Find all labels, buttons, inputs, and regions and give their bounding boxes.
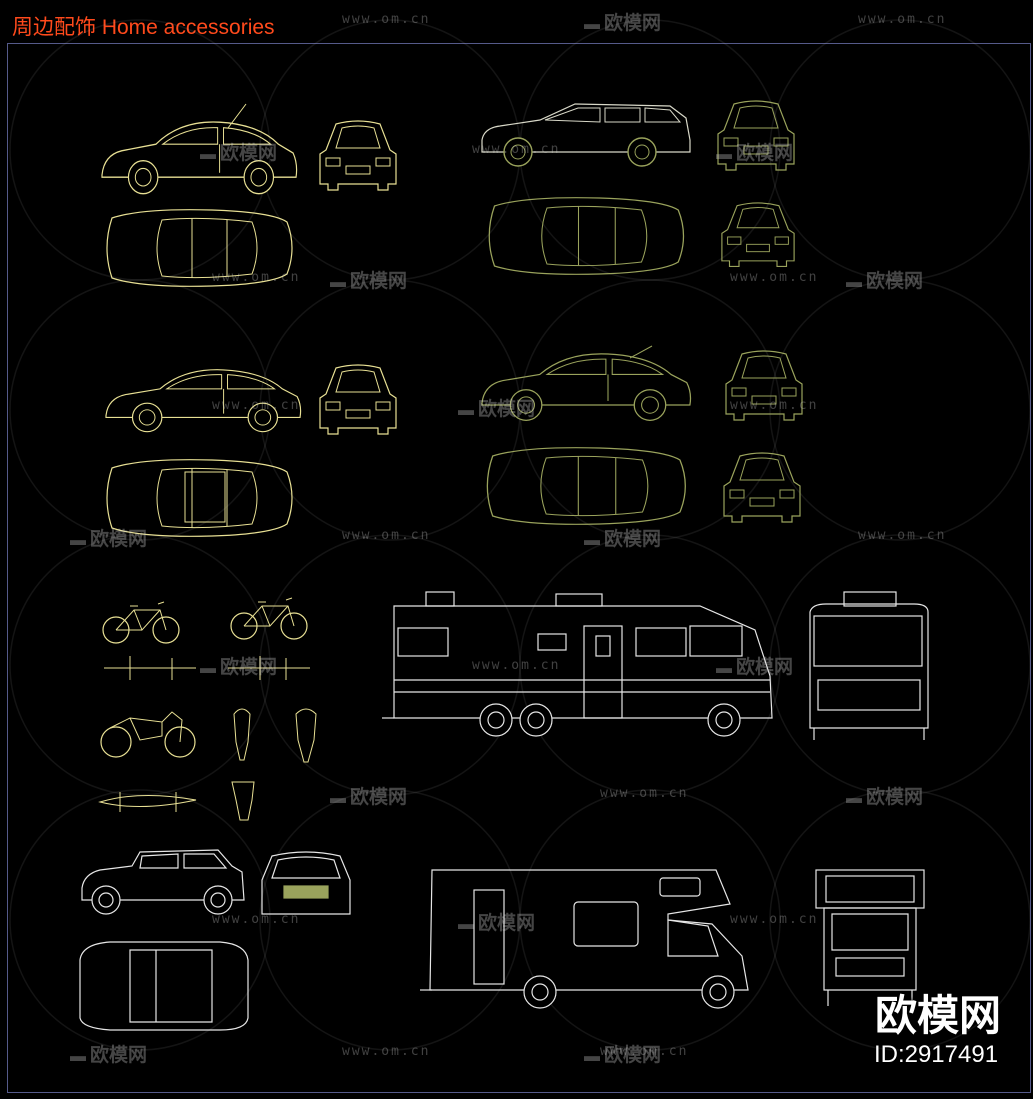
watermark-site: www.om.cn [212,398,301,413]
watermark-logo: ▬欧模网 [458,399,536,420]
motorcycle-front-views [231,708,317,821]
car-front-view-beetle [319,120,397,191]
watermark-logo: ▬欧模网 [846,271,924,292]
watermark-site: www.om.cn [858,528,947,543]
watermark-logo: ▬欧模网 [330,787,408,808]
watermark-logo: ▬欧模网 [584,1045,662,1066]
watermark-logo: ▬欧模网 [716,143,794,164]
sofa-icon: ▬ [458,916,474,933]
camper-van-side-view [420,869,749,1009]
watermark-site: www.om.cn [342,12,431,27]
watermark-logo: ▬欧模网 [330,271,408,292]
motorcycle-side-view [100,711,196,758]
watermark-logo: ▬欧模网 [70,1045,148,1066]
sofa-icon: ▬ [330,274,346,291]
motorhome-side-view [382,591,773,737]
watermark-site: www.om.cn [730,912,819,927]
car-rear-view-sedan [723,452,801,523]
sofa-icon: ▬ [70,532,86,549]
watermark-logo: ▬欧模网 [70,529,148,550]
car-rear-view-wagon [721,202,795,267]
watermark-logo: ▬欧模网 [716,657,794,678]
sofa-icon: ▬ [584,16,600,33]
watermark-site: www.om.cn [600,1044,689,1059]
car-side-view-wagon [481,103,691,167]
sofa-icon: ▬ [330,790,346,807]
watermark-site: www.om.cn [342,1044,431,1059]
watermark-logo: ▬欧模网 [584,13,662,34]
motorhome-front-view [809,591,929,740]
car-top-view-mini [79,941,249,1031]
sofa-icon: ▬ [584,1048,600,1065]
watermark-site: www.om.cn [730,398,819,413]
bicycle-side-view-folding [102,601,180,644]
sofa-icon: ▬ [716,660,732,677]
car-side-view-mini [81,849,245,915]
car-front-view-mini [261,851,351,915]
brand-id: ID:2917491 [873,1041,999,1068]
motorcycle-top-view [98,792,197,812]
watermark-site: www.om.cn [342,528,431,543]
watermark-site: www.om.cn [858,12,947,27]
watermark-site: www.om.cn [212,270,301,285]
camper-van-front-view [815,869,925,1006]
watermark-logo: ▬欧模网 [200,657,278,678]
watermark-logo: ▬欧模网 [458,913,536,934]
watermark-site: www.om.cn [730,270,819,285]
sofa-icon: ▬ [70,1048,86,1065]
sofa-icon: ▬ [200,660,216,677]
watermark-site: www.om.cn [212,912,301,927]
car-side-view-beetle [101,103,298,195]
car-side-view-sedan [481,345,692,421]
car-top-view-sedan [486,447,686,525]
sofa-icon: ▬ [846,274,862,291]
watermark-site: www.om.cn [472,658,561,673]
sofa-icon: ▬ [846,790,862,807]
car-top-view-roadster [106,459,293,537]
brand-logo-text: 欧模网 [874,992,1001,1039]
watermark-site: www.om.cn [600,786,689,801]
page-title: 周边配饰 Home accessories [12,16,275,39]
watermark-site: www.om.cn [472,142,561,157]
bicycle-top-views [104,656,310,680]
sofa-icon: ▬ [200,146,216,163]
watermark-logo: ▬欧模网 [200,143,278,164]
sofa-icon: ▬ [584,532,600,549]
watermark-logo: ▬欧模网 [846,787,924,808]
drawing-frame [7,43,1031,1093]
car-front-view-coupe [319,364,397,435]
sofa-icon: ▬ [458,402,474,419]
watermark-logo: ▬欧模网 [584,529,662,550]
sofa-icon: ▬ [716,146,732,163]
